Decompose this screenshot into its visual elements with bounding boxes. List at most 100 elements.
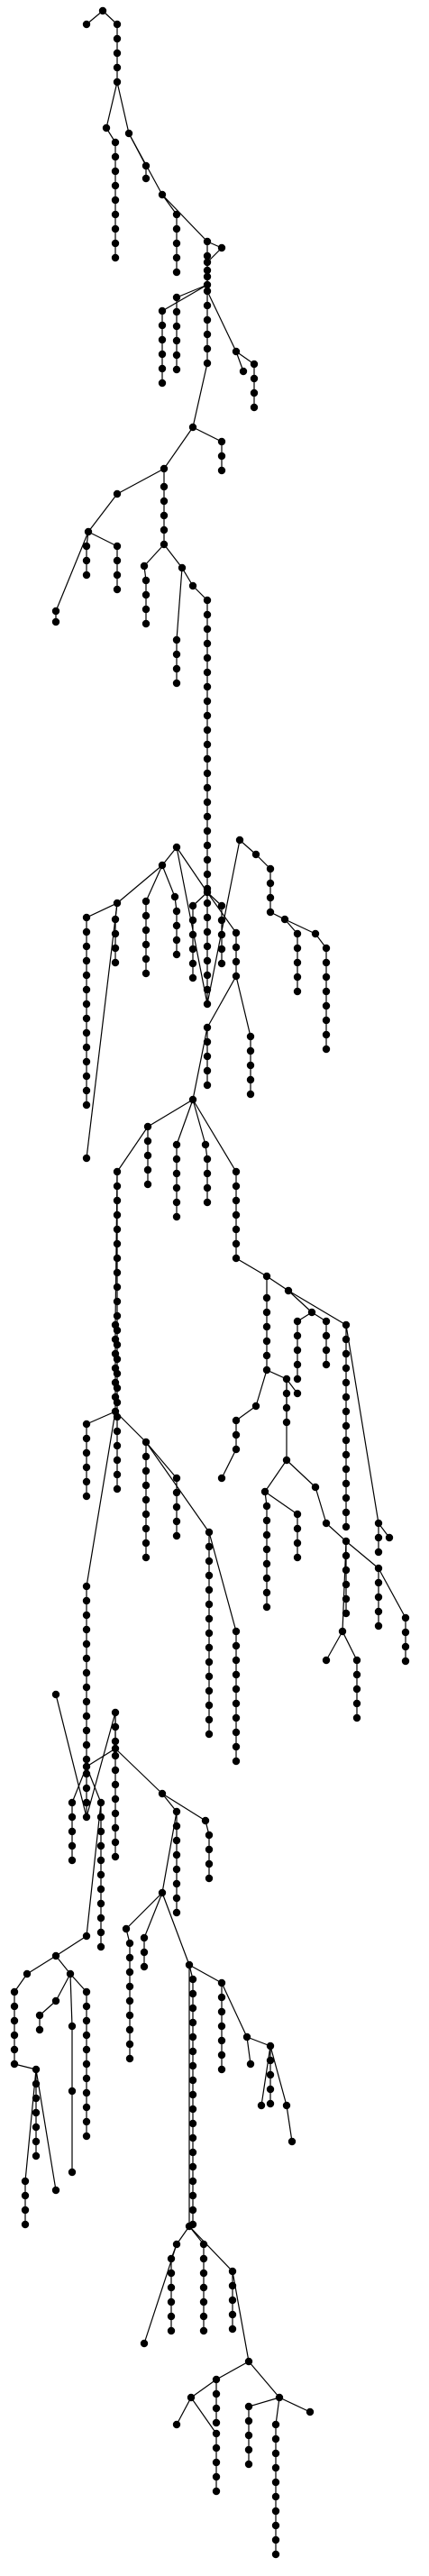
- tree-edge: [192, 362, 208, 428]
- tree-node: [82, 556, 91, 565]
- tree-edge: [176, 846, 208, 1005]
- tree-node: [374, 1548, 383, 1557]
- tree-node: [141, 926, 151, 935]
- tree-node: [111, 1751, 120, 1760]
- tree-node: [68, 1798, 77, 1807]
- tree-node: [51, 1996, 60, 2005]
- tree-node: [32, 2123, 41, 2132]
- tree-node: [271, 2550, 280, 2559]
- tree-node: [205, 1831, 214, 1840]
- tree-node: [228, 2281, 237, 2290]
- tree-edge: [176, 2397, 192, 2425]
- tree-node: [203, 812, 212, 821]
- tree-node: [262, 1516, 271, 1525]
- tree-node: [21, 2177, 30, 2186]
- tree-node: [158, 1888, 167, 1897]
- tree-node: [203, 1066, 212, 1075]
- tree-node: [260, 1487, 269, 1496]
- tree-node: [266, 893, 275, 902]
- tree-node: [111, 1708, 120, 1717]
- tree-node: [82, 1154, 91, 1163]
- tree-node: [201, 1816, 210, 1825]
- tree-node: [188, 959, 197, 968]
- tree-node: [232, 1239, 241, 1248]
- tree-node: [188, 1989, 197, 1998]
- tree-node: [82, 1712, 91, 1721]
- tree-node: [232, 972, 241, 981]
- tree-node: [172, 1865, 181, 1874]
- tree-node: [158, 190, 167, 199]
- tree-edge: [55, 1694, 87, 1818]
- tree-node: [113, 1239, 122, 1248]
- tree-edge: [86, 902, 118, 918]
- tree-node: [212, 2404, 221, 2413]
- tree-node: [111, 210, 120, 219]
- tree-node: [188, 901, 197, 910]
- tree-node: [111, 1320, 120, 1329]
- tree-node: [113, 489, 122, 498]
- tree-edge: [266, 1275, 289, 1292]
- tree-edge: [215, 2361, 250, 2380]
- tree-node: [172, 365, 181, 374]
- tree-edge: [378, 1567, 406, 1619]
- tree-node: [68, 1813, 77, 1822]
- tree-edge: [55, 1973, 71, 2002]
- tree-node: [125, 2040, 134, 2049]
- tree-node: [266, 2042, 275, 2051]
- tree-node: [160, 511, 169, 520]
- tree-node: [32, 2079, 41, 2088]
- tree-node: [271, 2463, 280, 2472]
- tree-node: [32, 2094, 41, 2103]
- tree-node: [322, 1360, 331, 1369]
- tree-node: [82, 1043, 91, 1052]
- tree-node: [141, 161, 151, 170]
- tree-node: [205, 1845, 214, 1854]
- tree-edge: [55, 1935, 87, 1957]
- tree-node: [113, 1441, 122, 1450]
- tree-node: [125, 2054, 134, 2063]
- tree-node: [82, 1683, 91, 1692]
- tree-node: [82, 1596, 91, 1605]
- tree-node: [385, 1533, 394, 1542]
- tree-edge: [206, 290, 237, 352]
- tree-node: [217, 243, 226, 252]
- tree-node: [322, 958, 331, 967]
- tree-node: [311, 929, 320, 938]
- tree-edge: [145, 1441, 178, 1479]
- tree-edge: [163, 426, 194, 470]
- tree-node: [141, 1510, 151, 1519]
- tree-node: [203, 1198, 212, 1207]
- tree-node: [82, 1640, 91, 1649]
- tree-node: [10, 2002, 19, 2011]
- tree-node: [188, 423, 197, 432]
- tree-node: [401, 1613, 410, 1622]
- tree-node: [212, 2458, 221, 2467]
- tree-node: [51, 607, 60, 616]
- tree-node: [232, 943, 241, 952]
- tree-node: [82, 1755, 91, 1764]
- tree-edge: [86, 902, 118, 1159]
- tree-node: [212, 2418, 221, 2427]
- tree-edge: [116, 468, 165, 495]
- tree-node: [172, 907, 181, 916]
- tree-node: [203, 827, 212, 836]
- tree-edge: [288, 1290, 347, 1326]
- tree-node: [82, 956, 91, 965]
- tree-node: [125, 1939, 134, 1948]
- tree-node: [271, 2434, 280, 2444]
- tree-node: [140, 1948, 149, 1957]
- tree-node: [322, 1030, 331, 1039]
- tree-node: [262, 1308, 271, 1317]
- tree-node: [188, 916, 197, 925]
- tree-node: [262, 1337, 271, 1346]
- tree-node: [322, 1331, 331, 1340]
- tree-node: [199, 2283, 208, 2292]
- tree-node: [205, 1686, 214, 1695]
- tree-node: [242, 2032, 251, 2042]
- tree-node: [262, 1545, 271, 1554]
- tree-node: [217, 2036, 226, 2045]
- tree-node: [342, 1580, 351, 1589]
- tree-node: [82, 1000, 91, 1009]
- tree-node: [203, 258, 212, 267]
- tree-node: [111, 915, 120, 924]
